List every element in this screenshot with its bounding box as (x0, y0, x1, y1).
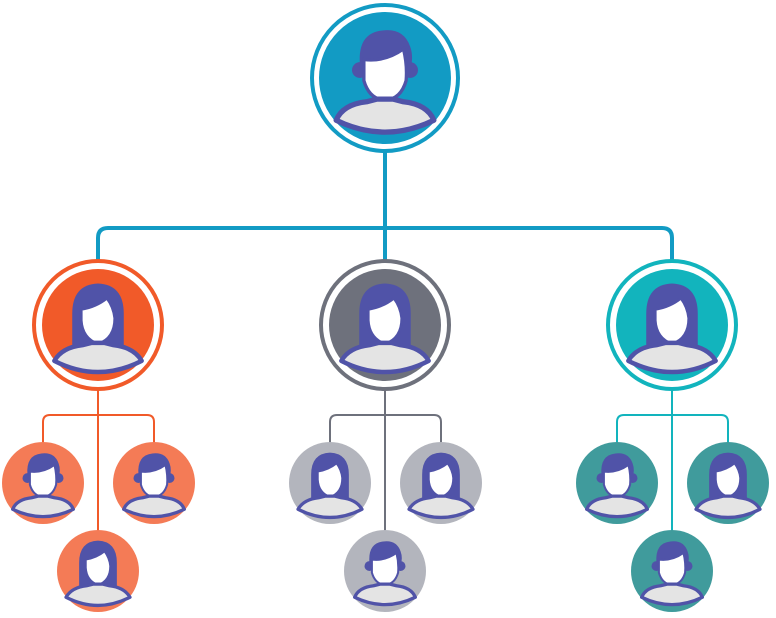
team-member-node (576, 442, 658, 524)
team-member-node (57, 530, 139, 612)
team-member-node (113, 442, 195, 524)
team-member-node (344, 530, 426, 612)
manager-branch-connector (329, 414, 442, 443)
team-member-node (631, 530, 713, 612)
team-member-node (687, 442, 769, 524)
team-member-node (289, 442, 371, 524)
team-member-node (2, 442, 84, 524)
manager-node (32, 259, 164, 391)
root-node (310, 3, 460, 153)
manager-branch-connector (616, 414, 729, 443)
team-member-node (400, 442, 482, 524)
manager-node (606, 259, 738, 391)
root-branch-connector (96, 226, 674, 270)
manager-branch-connector (42, 414, 155, 443)
manager-node (319, 259, 451, 391)
